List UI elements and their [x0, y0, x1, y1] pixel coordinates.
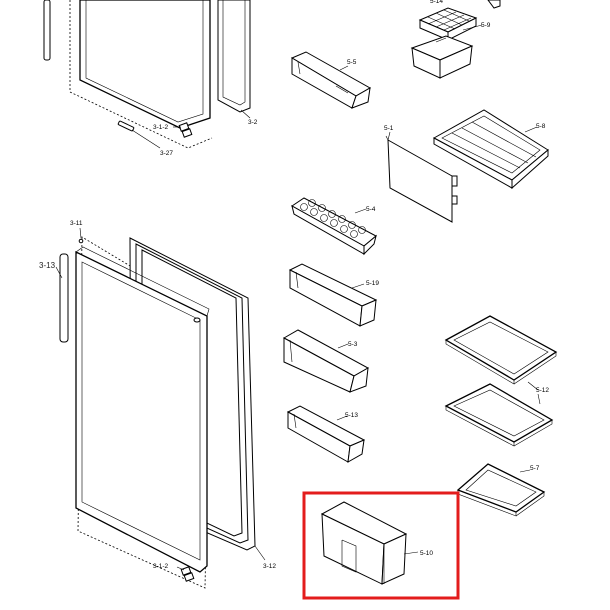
lower-door-handle-3-13: [59, 253, 69, 343]
shelf-panel-5-1: 5-1: [384, 125, 458, 223]
lower-hinge-3-1-2: [180, 566, 195, 582]
door-stop-dot: [193, 317, 201, 323]
pin-3-27: [117, 120, 135, 132]
label-5-13: 5-13: [345, 412, 358, 419]
shelf-tray-5-8: 5-8: [432, 109, 549, 190]
door-bin-5-5: 5-5: [290, 51, 372, 109]
upper-gasket-inner: [222, 0, 246, 106]
upper-door-handle: [43, 0, 51, 61]
upper-door-gasket: [217, 0, 251, 113]
highlighted-part-5-10[interactable]: 5-10: [302, 491, 460, 600]
label-5-14: 5-14: [430, 0, 443, 5]
upper-door-inner-edge: [85, 0, 204, 123]
label-5-8: 5-8: [536, 123, 546, 130]
label-5-10: 5-10: [420, 550, 433, 557]
label-5-9: 5-9: [481, 22, 491, 29]
lower-door-top-edge: [75, 246, 210, 317]
door-bin-5-19: 5-19: [288, 263, 379, 327]
label-5-4: 5-4: [366, 206, 376, 213]
lower-door-inner-panel: [81, 261, 201, 561]
label-3-12: 3-12: [263, 563, 276, 570]
label-3-1-2-bottom: 3-1-2: [153, 563, 169, 570]
egg-tray-5-4: 5-4: [291, 197, 377, 256]
label-3-2: 3-2: [248, 119, 258, 126]
highlight-box: [302, 491, 460, 600]
lower-door-panel: [75, 250, 208, 573]
ice-tray-assembly: 5-14 5-9: [410, 0, 501, 79]
upper-door-assembly: 3-1-2 3-27 3-2: [43, 0, 258, 157]
shelf-frames-5-12: 5-12: [444, 315, 558, 447]
storage-box-5-10[interactable]: [320, 501, 408, 585]
small-part-top: [487, 0, 501, 9]
shelf-frame-upper: [444, 315, 558, 385]
label-3-11: 3-11: [70, 220, 83, 227]
label-5-5: 5-5: [347, 59, 357, 66]
label-3-1-2-top: 3-1-2: [153, 124, 169, 131]
upper-hinge-3-1-2: [178, 122, 193, 138]
upper-door-dashed-outline: [69, 0, 213, 149]
shelf-frame-5-7: 5-7: [456, 463, 546, 517]
label-5-7: 5-7: [530, 465, 540, 472]
shelf-frame-lower: [444, 383, 554, 447]
screw-3-11: [78, 238, 84, 244]
label-5-1: 5-1: [384, 125, 394, 132]
door-bin-5-3: 5-3: [282, 329, 370, 393]
label-5-12: 5-12: [536, 387, 549, 394]
lower-door-assembly: 3-11 3-13 3-1-2 3-12: [39, 220, 276, 589]
upper-door-panel: [79, 0, 211, 129]
label-5-3: 5-3: [348, 341, 358, 348]
label-5-19: 5-19: [366, 280, 379, 287]
door-bin-5-13: 5-13: [286, 405, 366, 463]
label-3-13: 3-13: [39, 261, 56, 270]
label-3-27: 3-27: [160, 150, 173, 157]
